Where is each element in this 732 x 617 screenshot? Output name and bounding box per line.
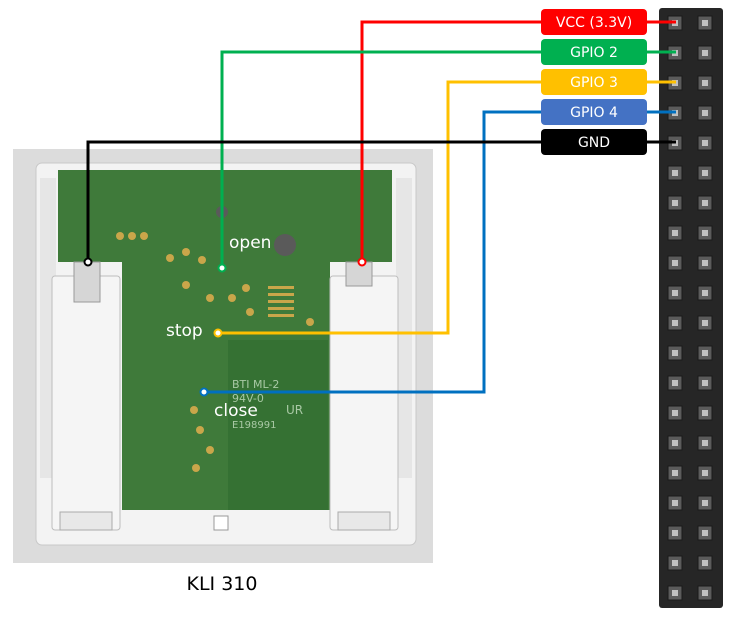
wire-gnd: [86, 140, 676, 262]
header-label-gpio4: GPIO 4: [541, 99, 647, 125]
header-pin-contact: [702, 440, 708, 446]
header-label-bg: [541, 9, 647, 35]
header-label-text: GPIO 2: [570, 45, 618, 61]
pcb-chip-area: [228, 340, 328, 510]
header-pin-contact: [702, 470, 708, 476]
wire-end-gpio2: [217, 263, 227, 273]
header-pin-contact: [672, 350, 678, 356]
header-label-vcc: VCC (3.3V): [541, 9, 647, 35]
header-pin-contact: [672, 590, 678, 596]
wire-end-gpio4: [199, 387, 209, 397]
header-pin-contact: [672, 500, 678, 506]
header-pin-contact: [672, 230, 678, 236]
wire-gpio2: [220, 50, 676, 268]
wire-end-vcc: [357, 257, 367, 267]
header-pin-contact: [702, 530, 708, 536]
header-label-gnd: GND: [541, 129, 647, 155]
battery-clip-right: [337, 511, 391, 531]
header-pin-contact: [672, 380, 678, 386]
battery-contact-left: [73, 261, 101, 303]
header-pin-contact: [672, 320, 678, 326]
battery-compartment-right: [329, 275, 399, 531]
header-label-bg: [541, 99, 647, 125]
header-pin-contact: [702, 500, 708, 506]
header-pin-contact: [672, 560, 678, 566]
header-pin-contact: [702, 290, 708, 296]
pcb-mount-hole: [274, 234, 296, 256]
header-pin-contact: [672, 440, 678, 446]
battery-clip-left: [59, 511, 113, 531]
header-pin-contact: [702, 50, 708, 56]
housing-right-rail: [396, 178, 412, 478]
header-pin-contact: [702, 560, 708, 566]
header-label-text: GPIO 3: [570, 75, 618, 91]
header-label-text: GPIO 4: [570, 105, 618, 121]
silkscreen-ul-mark: UR: [286, 403, 303, 417]
board-label-open: open: [229, 233, 271, 253]
header-pin-contact: [672, 260, 678, 266]
header-pin-contact: [672, 290, 678, 296]
header-label-gpio3: GPIO 3: [541, 69, 647, 95]
header-pin-contact: [702, 410, 708, 416]
header-pin-contact: [702, 380, 708, 386]
header-label-text: VCC (3.3V): [556, 15, 632, 31]
silkscreen-line3: E198991: [232, 420, 277, 431]
header-label-bg: [541, 129, 647, 155]
header-pin-contact: [702, 350, 708, 356]
battery-compartment-left: [51, 275, 121, 531]
header-pin-contact: [672, 530, 678, 536]
header-pin-contact: [672, 200, 678, 206]
header-pin-contact: [672, 410, 678, 416]
pin-header-body: [659, 8, 723, 608]
wire-end-gnd: [83, 257, 93, 267]
header-pin-contact: [672, 470, 678, 476]
silkscreen-line1: BTI ML-2: [232, 378, 279, 391]
pcb-led: [213, 515, 229, 531]
header-pin-contact: [702, 80, 708, 86]
header-label-gpio2: GPIO 2: [541, 39, 647, 65]
header-label-text: GND: [578, 135, 610, 151]
header-pin-contact: [702, 260, 708, 266]
device-caption: KLI 310: [187, 573, 258, 595]
header-pin-contact: [702, 170, 708, 176]
wire-end-gpio3: [213, 328, 223, 338]
battery-contact-right: [345, 261, 373, 287]
header-pin-contact: [702, 590, 708, 596]
header-label-bg: [541, 39, 647, 65]
header-labels: VCC (3.3V) GPIO 2 GPIO 3 GPIO 4 GND: [541, 9, 647, 155]
header-pin-contact: [702, 110, 708, 116]
header-pin-contact: [702, 20, 708, 26]
header-pin-contact: [672, 170, 678, 176]
pin-header: [659, 8, 723, 608]
header-pin-contact: [702, 200, 708, 206]
header-pin-contact: [702, 320, 708, 326]
pcb-pads: [116, 232, 314, 472]
board-label-close: close: [214, 401, 258, 421]
board-label-stop: stop: [166, 321, 203, 341]
header-label-bg: [541, 69, 647, 95]
header-pin-contact: [702, 230, 708, 236]
header-pin-contact: [702, 140, 708, 146]
silkscreen-line2: 94V-0: [232, 392, 264, 405]
